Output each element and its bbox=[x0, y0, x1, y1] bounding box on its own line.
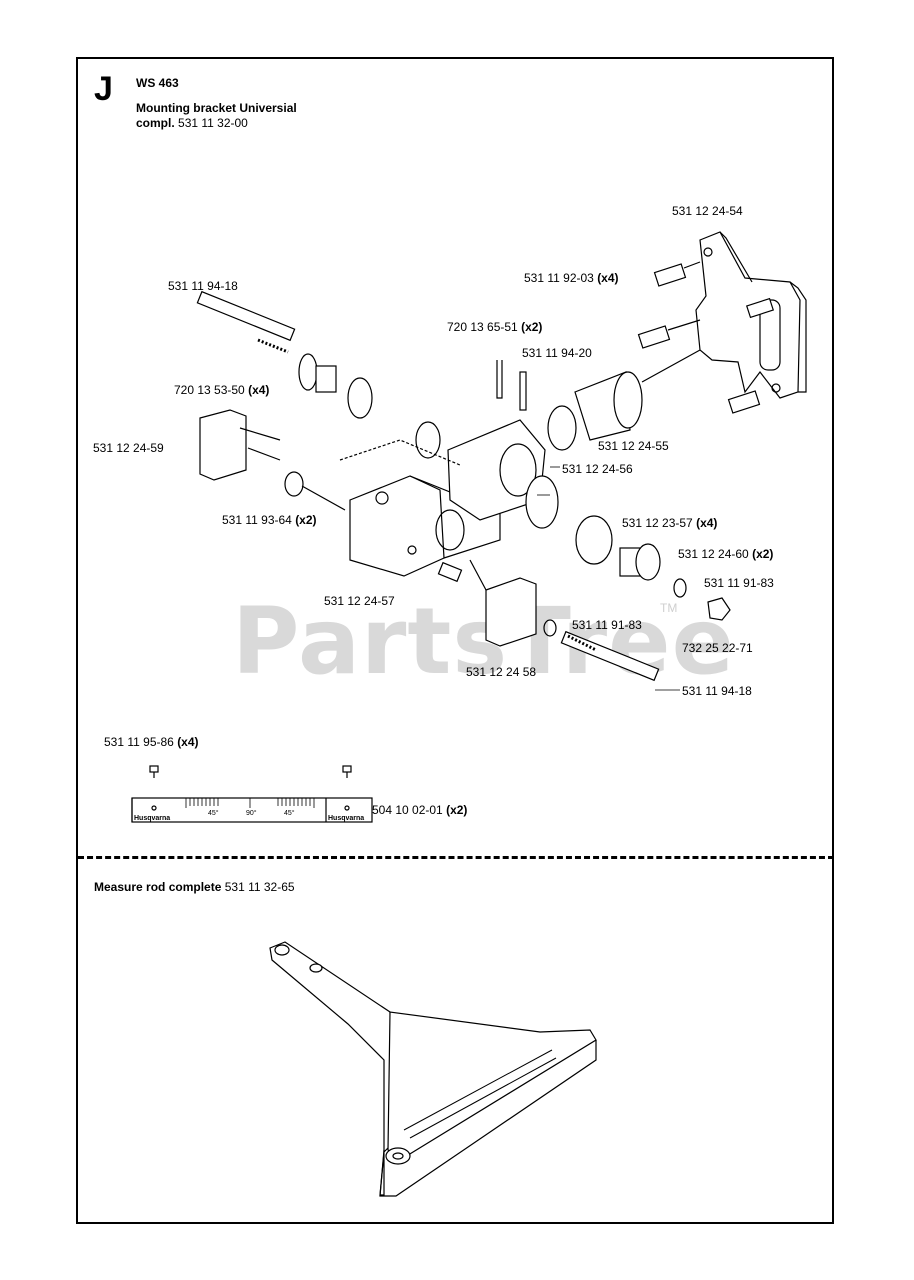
bushing bbox=[547, 349, 701, 451]
part-label[interactable]: 531 11 95-86 (x4) bbox=[104, 735, 199, 749]
part-label[interactable]: 531 12 24-54 bbox=[672, 204, 743, 218]
assembly-subtitle: compl. 531 11 32-00 bbox=[136, 116, 248, 130]
part-label[interactable]: 531 12 24 58 bbox=[466, 665, 537, 679]
part-label[interactable]: 504 10 02-01 (x2) bbox=[372, 803, 468, 817]
watermark-tm: TM bbox=[660, 601, 678, 615]
part-label[interactable]: 732 25 22-71 bbox=[682, 641, 753, 655]
angle-scale bbox=[131, 765, 373, 823]
scale-mark: 90° bbox=[246, 810, 257, 817]
measure-rod-title: Measure rod complete 531 11 32-65 bbox=[94, 880, 295, 894]
part-label[interactable]: 531 12 24-60 (x2) bbox=[678, 547, 774, 561]
part-label[interactable]: 531 12 24-59 bbox=[93, 441, 164, 455]
section-letter: J bbox=[94, 70, 113, 108]
part-label[interactable]: 531 11 93-64 (x2) bbox=[222, 513, 317, 527]
part-label[interactable]: 531 11 94-20 bbox=[522, 346, 592, 360]
part-label[interactable]: 531 11 91-83 bbox=[704, 576, 774, 590]
section-divider bbox=[78, 856, 834, 859]
bracket-plate bbox=[695, 231, 807, 399]
main-housing bbox=[339, 419, 559, 577]
scale-brand-right: Husqvarna bbox=[328, 815, 365, 822]
part-label[interactable]: 531 11 94-18 bbox=[682, 684, 752, 698]
side-plate bbox=[199, 409, 346, 511]
part-label[interactable]: 531 12 24-57 bbox=[324, 594, 395, 608]
part-label[interactable]: 531 12 24-56 bbox=[562, 462, 633, 476]
part-label[interactable]: 720 13 53-50 (x4) bbox=[174, 383, 270, 397]
part-label[interactable]: 531 12 23-57 (x4) bbox=[622, 516, 718, 530]
part-label[interactable]: 531 11 92-03 (x4) bbox=[524, 271, 619, 285]
part-label[interactable]: 531 11 94-18 bbox=[168, 279, 238, 293]
right-fittings bbox=[575, 515, 731, 621]
pins bbox=[496, 360, 527, 411]
part-label[interactable]: 531 12 24-55 bbox=[598, 439, 669, 453]
part-label[interactable]: 720 13 65-51 (x2) bbox=[447, 320, 543, 334]
assembly-title: Mounting bracket Universial bbox=[136, 101, 297, 115]
page-frame bbox=[76, 57, 834, 1224]
measure-rod bbox=[269, 941, 597, 1197]
model-name: WS 463 bbox=[136, 76, 179, 90]
scale-mark: 45° bbox=[208, 810, 219, 817]
scale-mark: 45° bbox=[284, 810, 295, 817]
part-label[interactable]: 531 11 91-83 bbox=[572, 618, 642, 632]
scale-brand-left: Husqvarna bbox=[134, 815, 171, 822]
bracket-bolts bbox=[637, 261, 775, 414]
long-bolt-top bbox=[196, 290, 373, 419]
lower-plate bbox=[437, 559, 660, 682]
